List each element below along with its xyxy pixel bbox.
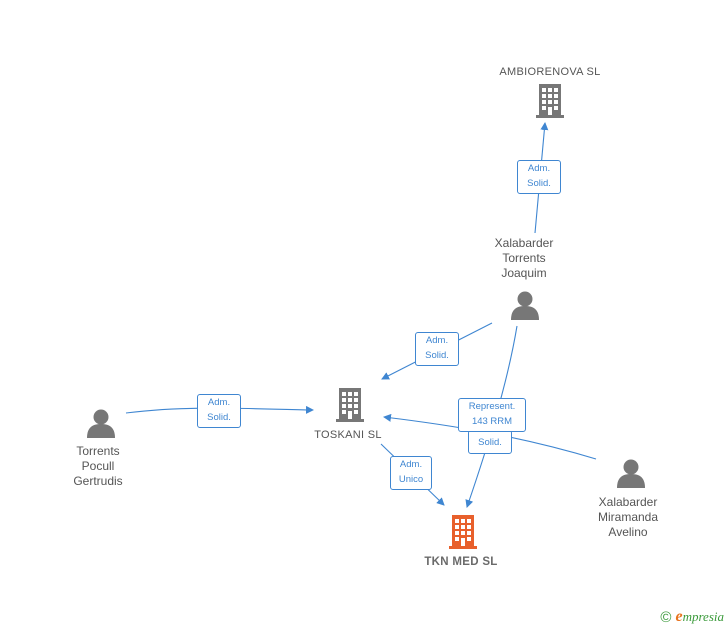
ambiorenova-building-icon — [536, 84, 564, 118]
relation-line1: Adm. — [399, 459, 423, 470]
tkn-med-building-icon — [449, 515, 477, 549]
relation-line1: Adm. — [207, 397, 231, 408]
ambiorenova-label[interactable]: AMBIORENOVA SL — [499, 66, 601, 78]
torrents-pocull-label[interactable]: Torrents Pocull Gertrudis — [73, 444, 123, 488]
relation-label-adm-solid: Adm. Solid. — [197, 394, 241, 428]
toskani-building-icon — [336, 388, 364, 422]
toskani-label[interactable]: TOSKANI SL — [314, 429, 382, 441]
xalabarder-torrents-person-icon — [511, 291, 539, 320]
xalabarder-miramanda-label[interactable]: Xalabarder Miramanda Avelino — [597, 495, 659, 539]
relation-line1: Adm. — [425, 335, 449, 346]
relation-label-represent: Represent. 143 RRM — [458, 398, 526, 432]
relation-line2: Solid. — [527, 178, 551, 189]
relation-label-adm-unico: Adm. Unico — [390, 456, 432, 490]
xalabarder-torrents-label[interactable]: Xalabarder Torrents Joaquim — [494, 236, 554, 280]
empresia-watermark: © empresia — [660, 608, 724, 626]
relation-line2: 143 RRM — [471, 416, 513, 427]
relation-label-adm-solid: Adm. Solid. — [517, 160, 561, 194]
tkn-med-label[interactable]: TKN MED SL — [424, 556, 498, 568]
relation-label-solid: Solid. — [468, 430, 512, 454]
relation-label-adm-solid: Adm. Solid. — [415, 332, 459, 366]
torrents-pocull-person-icon — [87, 409, 115, 438]
brand-name: empresia — [675, 608, 724, 625]
relation-line2: Unico — [398, 474, 424, 485]
relation-line2: Solid. — [425, 350, 449, 361]
relation-line1: Represent. — [468, 401, 516, 412]
relation-line1: Solid. — [478, 437, 502, 448]
relation-line1: Adm. — [527, 163, 551, 174]
relation-line2: Solid. — [207, 412, 231, 423]
xalabarder-miramanda-person-icon — [617, 459, 645, 488]
copyright-icon: © — [660, 608, 672, 626]
